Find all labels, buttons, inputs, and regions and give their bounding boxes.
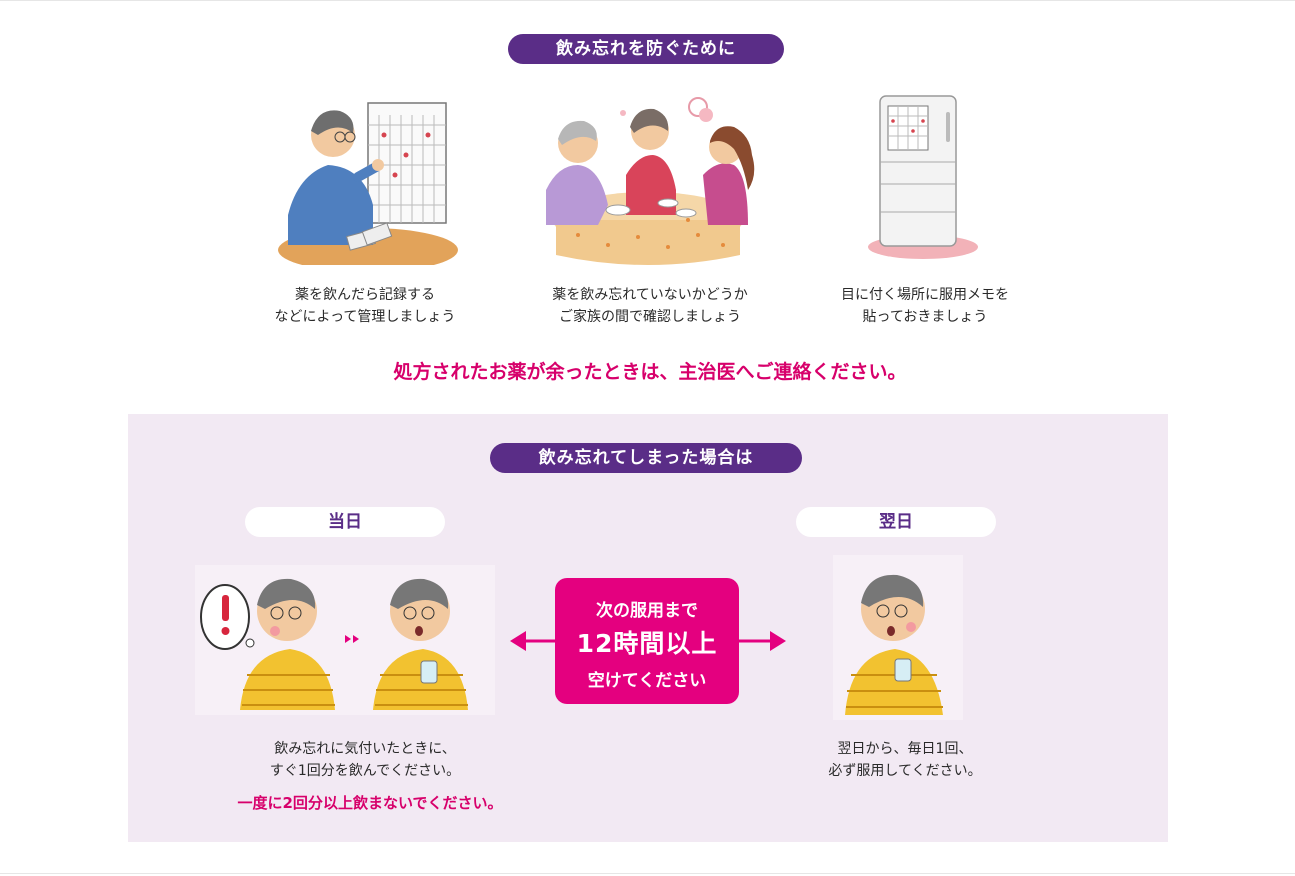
family-at-table-illustration (538, 95, 763, 270)
section-title-missed: 飲み忘れてしまった場合は (490, 443, 802, 473)
tip-caption-family: 薬を飲み忘れていないかどうか ご家族の間で確認しましょう (520, 284, 780, 328)
interval-line-2: 12時間以上 (576, 629, 718, 658)
next-day-instruction-line: 必ず服用してください。 (828, 763, 982, 779)
tip-caption-line: 薬を飲み忘れていないかどうか (552, 287, 748, 303)
bottom-divider (0, 873, 1295, 874)
next-day-label: 翌日 (796, 507, 996, 537)
tip-caption-line: 薬を飲んだら記録する (295, 287, 435, 303)
refrigerator-memo-illustration (858, 92, 988, 262)
double-dose-warning: 一度に2回分以上飲まないでください。 (237, 794, 503, 812)
tip-caption-line: 目に付く場所に服用メモを (841, 287, 1009, 303)
tip-caption-record: 薬を飲んだら記録する などによって管理しましょう (250, 284, 480, 328)
left-arrow-icon (510, 627, 560, 659)
man-writing-calendar-illustration (278, 95, 458, 265)
interval-line-1: 次の服用まで (596, 601, 698, 621)
man-taking-medicine-illustration (833, 555, 963, 720)
next-day-instruction: 翌日から、毎日1回、 必ず服用してください。 (790, 738, 1020, 782)
right-arrow-icon (736, 627, 786, 659)
tip-caption-line: ご家族の間で確認しましょう (559, 309, 741, 325)
top-divider (0, 0, 1295, 1)
today-instruction-line: 飲み忘れに気付いたときに、 (274, 741, 456, 757)
tip-caption-line: などによって管理しましょう (274, 309, 456, 325)
tip-caption-line: 貼っておきましょう (862, 309, 988, 325)
today-instruction-line: すぐ1回分を飲んでください。 (269, 763, 461, 779)
interval-instruction-box: 次の服用まで 12時間以上 空けてください (555, 578, 739, 704)
section-title-prevent: 飲み忘れを防ぐために (508, 34, 784, 64)
man-remembering-illustration (195, 565, 495, 715)
interval-line-3: 空けてください (587, 671, 707, 691)
today-label: 当日 (245, 507, 445, 537)
leftover-notice: 処方されたお薬が余ったときは、主治医へご連絡ください。 (393, 361, 907, 383)
today-instruction: 飲み忘れに気付いたときに、 すぐ1回分を飲んでください。 (200, 738, 530, 782)
tip-caption-memo: 目に付く場所に服用メモを 貼っておきましょう (810, 284, 1040, 328)
next-day-instruction-line: 翌日から、毎日1回、 (837, 741, 973, 757)
